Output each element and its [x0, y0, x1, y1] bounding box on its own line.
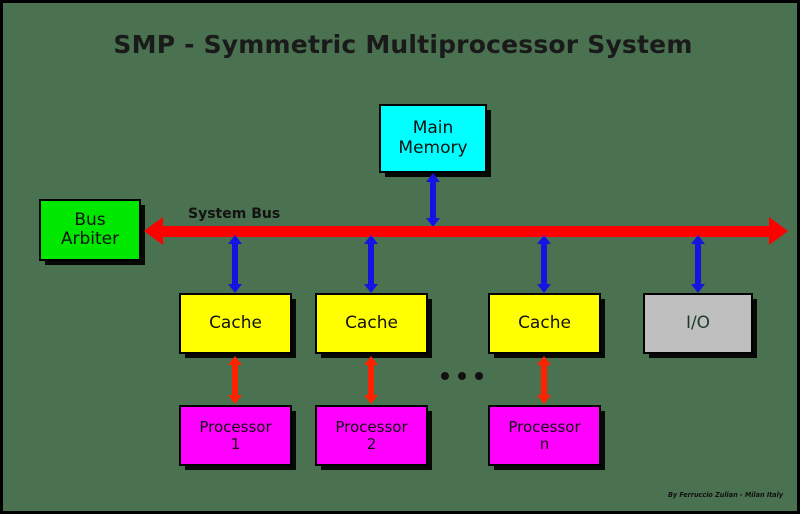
node-cache-2: Cache	[315, 293, 428, 354]
processor-2-label-line2: 2	[366, 434, 377, 453]
system-bus-arrow-right-icon	[769, 217, 788, 245]
ellipsis-dot	[475, 372, 483, 380]
processor-n-label: Processor n	[490, 417, 599, 453]
system-bus-label: System Bus	[188, 206, 281, 222]
node-processor-1: Processor 1	[179, 405, 292, 466]
arrow-head-down-icon	[426, 218, 440, 227]
arrow-shaft	[368, 364, 374, 396]
main-memory-label: Main Memory	[381, 119, 485, 157]
arrow-head-up-icon	[426, 173, 440, 182]
arrow-head-up-icon	[228, 235, 242, 244]
arrow-shaft	[695, 243, 701, 285]
main-memory-label-line2: Memory	[398, 137, 468, 158]
cache-n-label: Cache	[518, 312, 571, 333]
connector-cachen-to-bus-arrow	[532, 235, 556, 293]
connector-memory-to-bus-arrow	[421, 173, 445, 227]
arrow-head-down-icon	[537, 395, 551, 404]
processor-2-label: Processor 2	[317, 417, 426, 453]
processor-1-label-line1: Processor	[199, 417, 272, 436]
arrow-head-up-icon	[364, 235, 378, 244]
ellipsis-dot	[441, 372, 449, 380]
arrow-shaft	[430, 181, 436, 219]
io-label: I/O	[685, 312, 711, 333]
arrow-head-down-icon	[691, 284, 705, 293]
cache-2-label: Cache	[345, 312, 398, 333]
bus-arbiter-label: Bus Arbiter	[41, 209, 139, 249]
system-bus-line	[158, 226, 773, 237]
arrow-shaft	[232, 243, 238, 285]
connector-processor1-to-cache-arrow	[223, 356, 247, 404]
arrow-head-up-icon	[537, 356, 551, 365]
processor-2-label-line1: Processor	[335, 417, 408, 436]
arrow-head-down-icon	[228, 395, 242, 404]
page-title: SMP - Symmetric Multiprocessor System	[113, 30, 693, 59]
processor-1-label: Processor 1	[181, 417, 290, 453]
arrow-head-up-icon	[228, 356, 242, 365]
connector-cache1-to-bus-arrow	[223, 235, 247, 293]
connector-io-to-bus-arrow	[686, 235, 710, 293]
connector-cache2-to-bus-arrow	[359, 235, 383, 293]
node-processor-n: Processor n	[488, 405, 601, 466]
arrow-head-down-icon	[364, 284, 378, 293]
bus-arbiter-label-line2: Arbiter	[60, 229, 120, 249]
arrow-head-down-icon	[364, 395, 378, 404]
arrow-head-up-icon	[537, 235, 551, 244]
author-credit: By Ferruccio Zulian - Milan Italy	[667, 491, 783, 499]
bus-arbiter-label-line1: Bus	[74, 209, 106, 230]
arrow-head-down-icon	[537, 284, 551, 293]
arrow-head-down-icon	[228, 284, 242, 293]
arrow-head-up-icon	[364, 356, 378, 365]
arrow-head-up-icon	[691, 235, 705, 244]
node-bus-arbiter: Bus Arbiter	[39, 199, 141, 261]
connector-processorn-to-cache-arrow	[532, 356, 556, 404]
ellipsis-dots	[441, 372, 483, 380]
processor-n-label-line2: n	[539, 434, 550, 453]
node-processor-2: Processor 2	[315, 405, 428, 466]
node-cache-1: Cache	[179, 293, 292, 354]
ellipsis-dot	[458, 372, 466, 380]
arrow-shaft	[541, 243, 547, 285]
processor-1-label-line2: 1	[230, 434, 241, 453]
arrow-shaft	[368, 243, 374, 285]
node-io: I/O	[643, 293, 753, 354]
arrow-shaft	[541, 364, 547, 396]
cache-1-label: Cache	[209, 312, 262, 333]
system-bus-arrow-left-icon	[144, 217, 163, 245]
arrow-shaft	[232, 364, 238, 396]
node-cache-n: Cache	[488, 293, 601, 354]
processor-n-label-line1: Processor	[508, 417, 581, 436]
connector-processor2-to-cache-arrow	[359, 356, 383, 404]
node-main-memory: Main Memory	[379, 104, 487, 173]
main-memory-label-line1: Main	[412, 118, 454, 139]
